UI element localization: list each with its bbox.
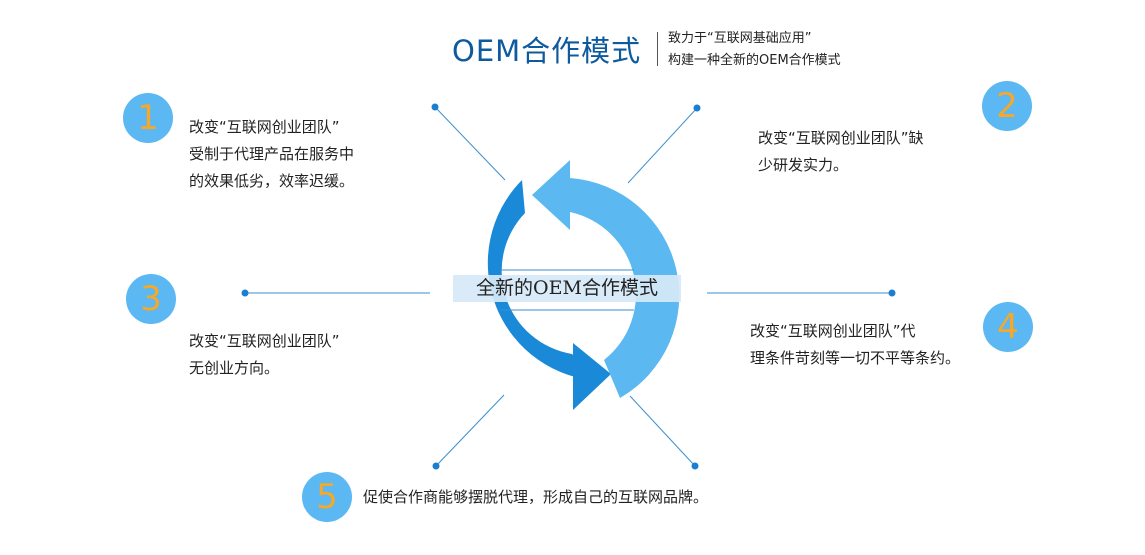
item-1-text: 改变“互联网创业团队” 受制于代理产品在服务中 的效果低劣，效率迟缓。 <box>189 114 354 195</box>
connector-line-5b <box>630 396 695 466</box>
cycle-arrowhead-dark <box>573 343 611 410</box>
header-subtitle-line-2: 构建一种全新的OEM合作模式 <box>668 50 841 72</box>
number-badge-2: 2 <box>982 81 1032 131</box>
connector-dot-3 <box>242 290 249 297</box>
number-badge-5: 5 <box>302 472 352 522</box>
connector-dot-4 <box>889 290 896 297</box>
number-badge-1: 1 <box>123 93 173 143</box>
item-4-line-1: 改变“互联网创业团队”代 <box>750 318 960 345</box>
item-5-line-1: 促使合作商能够摆脱代理，形成自己的互联网品牌。 <box>363 484 708 511</box>
item-4-text: 改变“互联网创业团队”代 理条件苛刻等一切不平等条约。 <box>750 318 960 372</box>
number-badge-3: 3 <box>126 274 176 324</box>
item-2-text: 改变“互联网创业团队”缺 少研发实力。 <box>758 125 924 179</box>
item-1-line-3: 的效果低劣，效率迟缓。 <box>189 168 354 195</box>
item-1-line-2: 受制于代理产品在服务中 <box>189 141 354 168</box>
item-1-line-1: 改变“互联网创业团队” <box>189 114 354 141</box>
connector-line-2 <box>628 108 697 183</box>
connector-dot-5b <box>692 463 699 470</box>
header-subtitle-line-1: 致力于“互联网基础应用” <box>668 28 841 50</box>
item-4-line-2: 理条件苛刻等一切不平等条约。 <box>750 345 960 372</box>
connector-dot-5a <box>433 463 440 470</box>
item-2-line-1: 改变“互联网创业团队”缺 <box>758 125 924 152</box>
number-badge-4: 4 <box>983 302 1033 352</box>
page-title: OEM合作模式 <box>452 28 641 70</box>
item-3-text: 改变“互联网创业团队” 无创业方向。 <box>189 328 340 382</box>
connector-dot-1 <box>432 104 439 111</box>
item-5-text: 促使合作商能够摆脱代理，形成自己的互联网品牌。 <box>363 484 708 511</box>
connector-dot-2 <box>694 105 701 112</box>
cycle-arrowhead-light <box>532 160 570 230</box>
connector-line-5a <box>436 395 504 466</box>
header-divider <box>657 32 658 66</box>
center-label: 全新的OEM合作模式 <box>453 275 681 302</box>
item-2-line-2: 少研发实力。 <box>758 152 924 179</box>
item-3-line-2: 无创业方向。 <box>189 355 340 382</box>
connector-line-1 <box>435 107 505 180</box>
header-subtitle: 致力于“互联网基础应用” 构建一种全新的OEM合作模式 <box>668 28 841 72</box>
item-3-line-1: 改变“互联网创业团队” <box>189 328 340 355</box>
